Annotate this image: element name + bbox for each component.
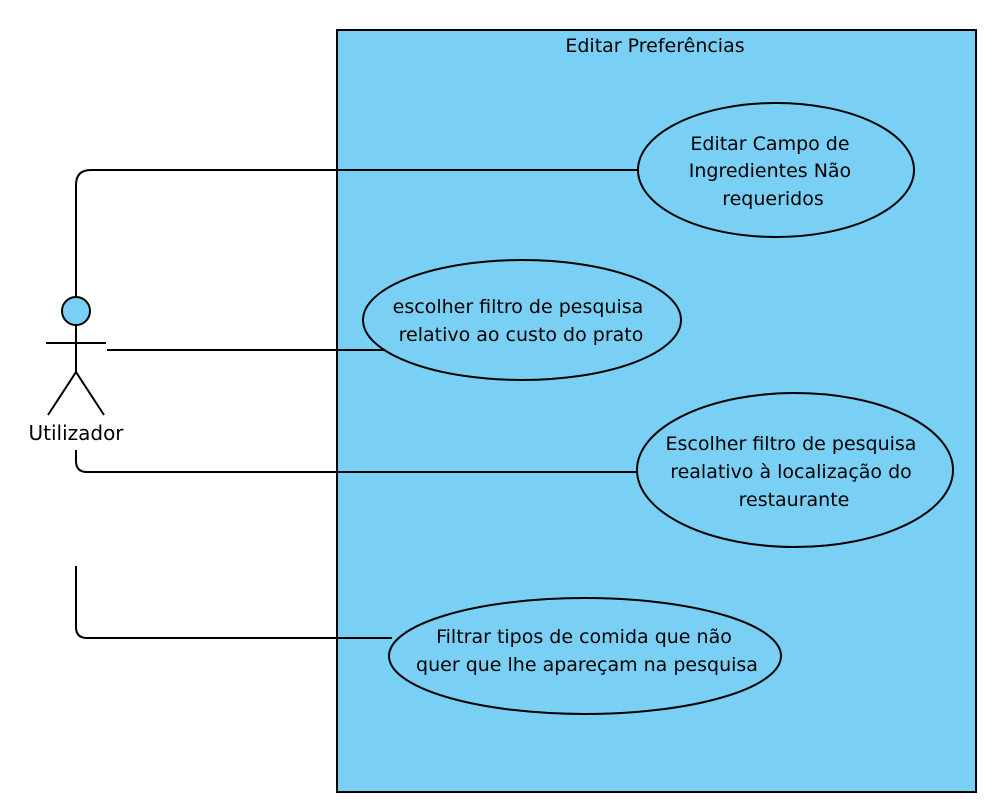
associations: [75, 169, 638, 639]
use-case-4-line-2: quer que lhe apareçam na pesquisa: [416, 654, 758, 676]
use-case-2-label: escolher filtro de pesquisa relativo ao …: [393, 296, 650, 346]
association-line-1: [75, 169, 638, 296]
use-case-1-line-2: Ingredientes Não: [689, 160, 851, 182]
association-line-3: [75, 450, 636, 473]
use-case-3-ellipse: [636, 392, 954, 548]
actor-label: Utilizador: [28, 421, 124, 445]
use-case-3-line-3: restaurante: [739, 489, 850, 511]
use-case-1-line-3: requeridos: [722, 188, 824, 210]
use-case-3-line-2: realativo à localização do: [670, 461, 912, 483]
system-boundary-title: Editar Preferências: [565, 35, 744, 57]
use-case-3[interactable]: Escolher filtro de pesquisa realativo à …: [636, 392, 954, 548]
use-case-4-line-1: Filtrar tipos de comida que não: [436, 626, 732, 648]
use-case-2[interactable]: escolher filtro de pesquisa relativo ao …: [362, 259, 682, 381]
use-case-2-ellipse: [362, 259, 682, 381]
actor-head: [61, 296, 91, 326]
use-case-1[interactable]: Editar Campo de Ingredientes Não requeri…: [637, 102, 915, 238]
use-case-1-ellipse: [637, 102, 915, 238]
use-case-4[interactable]: Filtrar tipos de comida que não quer que…: [388, 597, 782, 715]
use-case-1-line-1: Editar Campo de: [690, 133, 849, 155]
association-line-4: [75, 566, 392, 639]
use-case-1-label: Editar Campo de Ingredientes Não requeri…: [689, 133, 857, 210]
use-case-3-line-1: Escolher filtro de pesquisa: [666, 433, 917, 455]
use-case-2-line-2: relativo ao custo do prato: [399, 324, 644, 346]
use-case-3-label: Escolher filtro de pesquisa realativo à …: [666, 433, 923, 511]
use-case-4-ellipse: [388, 597, 782, 715]
actor[interactable]: Utilizador: [28, 296, 124, 445]
actor-body: [46, 325, 106, 416]
use-case-4-label: Filtrar tipos de comida que não quer que…: [416, 626, 758, 676]
use-case-2-line-1: escolher filtro de pesquisa: [393, 296, 644, 318]
